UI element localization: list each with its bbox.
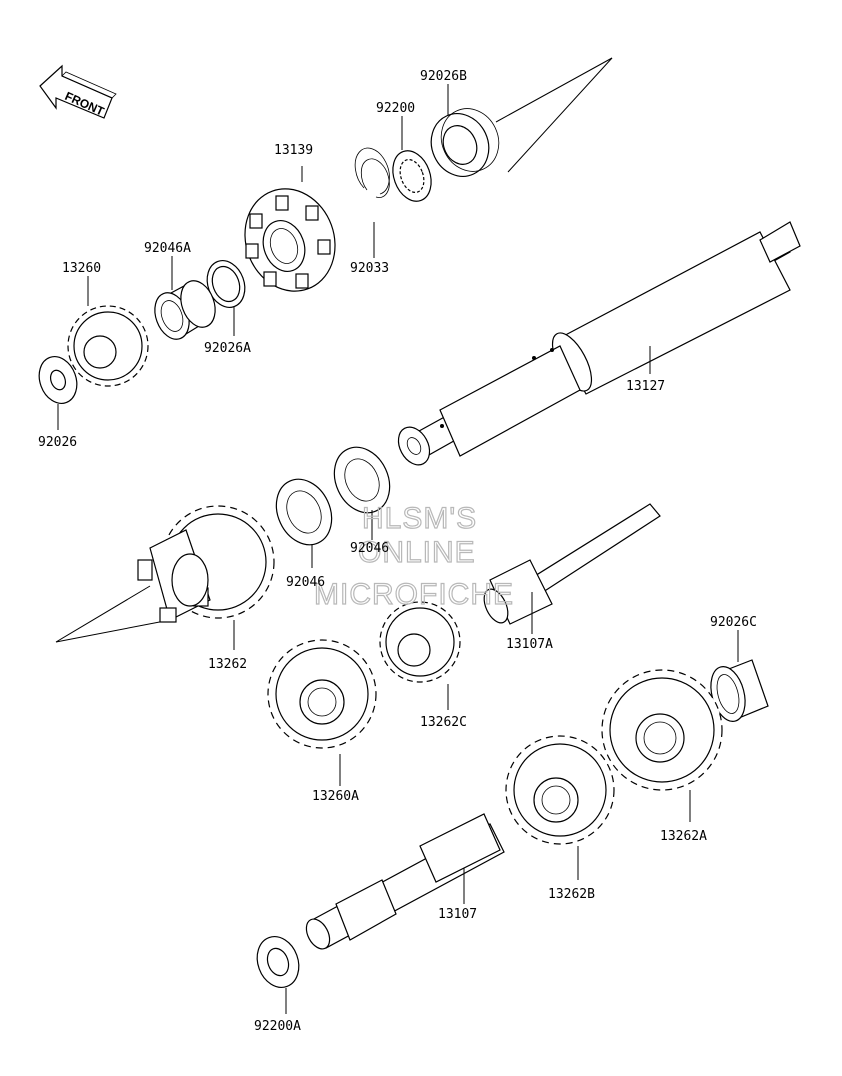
label-13139: 13139 bbox=[274, 143, 313, 158]
label-13107A: 13107A bbox=[506, 637, 553, 652]
watermark-line-2: ONLINE bbox=[358, 536, 476, 569]
circlip-92033 bbox=[354, 147, 390, 198]
collar-92026B bbox=[430, 108, 500, 177]
label-92033: 92033 bbox=[350, 261, 389, 276]
label-13262C: 13262C bbox=[420, 715, 467, 730]
guide-line-left bbox=[55, 585, 171, 643]
label-92046-upper: 92046 bbox=[350, 541, 389, 556]
gear-13262C bbox=[379, 601, 461, 683]
front-arrow-icon: FRONT bbox=[39, 64, 117, 119]
needle-bearing-92046A bbox=[154, 280, 216, 340]
label-13262A: 13262A bbox=[660, 829, 707, 844]
label-92046A: 92046A bbox=[144, 241, 191, 256]
gear-13262 bbox=[137, 505, 275, 623]
label-13127: 13127 bbox=[626, 379, 665, 394]
guide-line-upper bbox=[495, 57, 613, 173]
output-shaft-13127 bbox=[397, 221, 801, 466]
shifter-gear-13139 bbox=[244, 166, 336, 292]
watermark-line-3: MICROFICHE bbox=[314, 578, 514, 611]
label-92046-lower: 92046 bbox=[286, 575, 325, 590]
label-13260: 13260 bbox=[62, 261, 101, 276]
label-92200A: 92200A bbox=[254, 1019, 301, 1034]
shaft-13107 bbox=[305, 813, 505, 950]
leader-lines bbox=[57, 84, 739, 1014]
label-13262B: 13262B bbox=[548, 887, 595, 902]
needle-bearing-92046-lower bbox=[275, 478, 333, 546]
washer-92200A bbox=[256, 936, 300, 988]
gear-13262A bbox=[601, 669, 723, 791]
gear-13262B bbox=[505, 735, 615, 845]
watermark-line-1: HLSM'S bbox=[362, 502, 477, 535]
gear-13260A bbox=[267, 639, 377, 749]
label-92026: 92026 bbox=[38, 435, 77, 450]
label-13260A: 13260A bbox=[312, 789, 359, 804]
label-92026A: 92026A bbox=[204, 341, 251, 356]
input-shaft-13107A bbox=[483, 503, 661, 625]
label-92026B: 92026B bbox=[420, 69, 467, 84]
part-labels: 92026B 92200 13139 92033 92046A 13260 92… bbox=[38, 69, 757, 1034]
label-92026C: 92026C bbox=[710, 615, 757, 630]
label-13107: 13107 bbox=[438, 907, 477, 922]
label-13262: 13262 bbox=[208, 657, 247, 672]
spline-washer-92200 bbox=[392, 150, 432, 202]
washer-92026 bbox=[38, 356, 78, 404]
label-92200: 92200 bbox=[376, 101, 415, 116]
collar-92026C bbox=[710, 659, 769, 722]
needle-bearing-92046-upper bbox=[333, 446, 391, 514]
gear-13260 bbox=[67, 305, 149, 387]
watermark: HLSM'S ONLINE MICROFICHE bbox=[313, 501, 514, 611]
